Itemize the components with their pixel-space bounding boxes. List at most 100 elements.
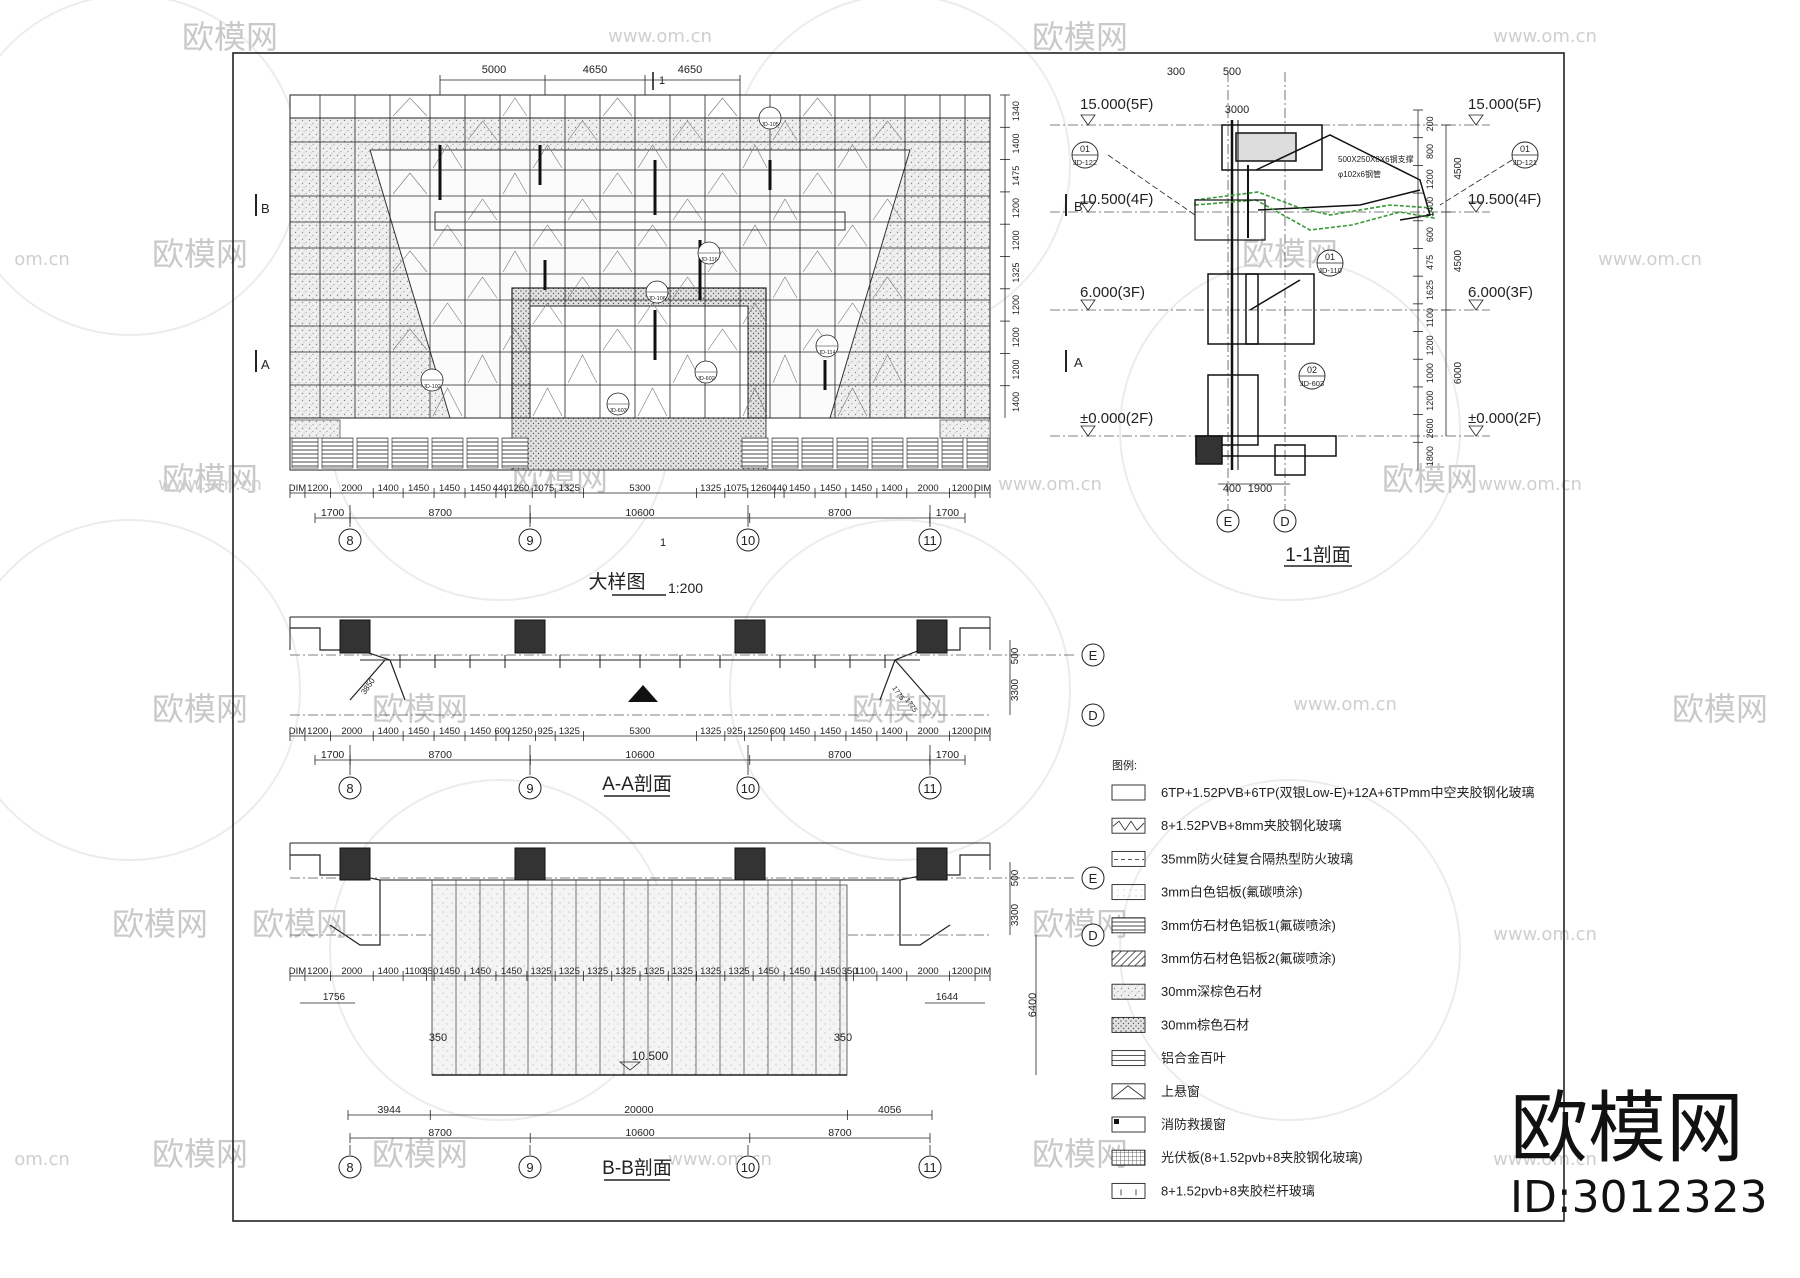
elev-window-triangle	[707, 97, 738, 117]
elev-axis-11: 11	[923, 533, 937, 548]
legend-swatch-wave	[1111, 817, 1146, 834]
elev-window-triangle	[772, 276, 798, 299]
aa-bay-dim-label: 8700	[828, 749, 852, 761]
bb-bottom-dim-label: 1200	[307, 966, 328, 977]
elev-base-louver	[741, 437, 769, 469]
elev-base-louver	[356, 437, 389, 469]
elev-window-triangle	[772, 198, 798, 221]
sec11-tag-mid-1-num: 01	[1325, 252, 1335, 262]
elev-bottom-dim-label: 2000	[341, 483, 362, 494]
elev-window-triangle	[802, 172, 833, 195]
watermark-logo: 欧模网	[1032, 18, 1128, 56]
sec11-outer-dim-label: 4500	[1453, 249, 1464, 272]
bb-axis-9: 9	[526, 1160, 533, 1175]
watermark-url: www.om.cn	[1293, 694, 1397, 715]
sec11-level-marker	[1468, 425, 1484, 437]
watermark-logo: 欧模网	[112, 905, 208, 943]
watermark-url: www.om.cn	[1493, 924, 1597, 945]
legend-label-3: 35mm防火硅复合隔热型防火玻璃	[1161, 851, 1353, 866]
watermark-url: www.om.cn	[1493, 1149, 1597, 1170]
sec11-level-right-1: 15.000(5F)	[1468, 96, 1541, 113]
elev-right-dim-label: 1200	[1011, 230, 1021, 250]
sec11-cut-b: B	[1074, 199, 1083, 214]
elevation-portal-opening	[529, 305, 749, 419]
sec11-level-left-1: 15.000(5F)	[1080, 96, 1153, 113]
watermark-ring	[729, 519, 1071, 861]
legend-wave	[1112, 820, 1145, 831]
bb-bottom-dim-label: 1325	[530, 966, 551, 977]
elev-window-triangle	[707, 250, 738, 273]
watermark-url: www.om.cn	[998, 474, 1102, 495]
elev-window-triangle	[672, 198, 703, 221]
bb-bottom-dim-label: 1325	[559, 966, 580, 977]
watermark-url-short: om.cn	[14, 249, 70, 270]
sec11-inner-dim-label: 2600	[1425, 418, 1435, 438]
legend-label-1: 6TP+1.52PVB+6TP(双银Low-E)+12A+6TPmm中空夹胶钢化…	[1161, 785, 1535, 800]
sec11-bottom-dim-1: 400	[1223, 483, 1241, 495]
elev-cut-b: B	[261, 201, 270, 216]
aa-bottom-dim-label: DIM	[974, 726, 992, 737]
elev-axis-10-circle	[736, 528, 760, 552]
elev-window-triangle	[532, 302, 563, 325]
elev-axis-11-circle	[918, 528, 942, 552]
sec11-level-marker	[1080, 425, 1096, 437]
aa-bottom-dim-label: 1200	[952, 726, 973, 737]
elev-window-triangle	[467, 198, 498, 221]
elev-base-louver	[801, 437, 834, 469]
bb-bottom-dim-label: 1325	[728, 966, 749, 977]
sec11-level-marker	[1080, 299, 1096, 311]
aa-bottom-dim-label: 1450	[851, 726, 872, 737]
sec11-inner-dim-label: 1200	[1425, 335, 1435, 355]
elev-bottom-dim-label: DIM	[289, 483, 307, 494]
legend-swatch-triangle	[1111, 1083, 1146, 1100]
sec11-canopy-box	[1194, 199, 1266, 241]
detail-tag-label: JD-603	[609, 408, 627, 414]
elev-window-triangle	[707, 172, 738, 195]
aa-axis-10-circle	[736, 776, 760, 800]
elev-right-dim-label: 1400	[1011, 392, 1021, 412]
aa-bottom-dim-label: 1450	[470, 726, 491, 737]
watermark-logo: 欧模网	[252, 905, 348, 943]
bb-canopy-dim-1: 350	[429, 1032, 447, 1044]
sec11-outer-dim-label: 4500	[1453, 157, 1464, 180]
elev-bottom-dim-label: 1075	[726, 483, 747, 494]
sec11-inner-dim-label: 1200	[1425, 391, 1435, 411]
aa-grid-axis-d: D	[1088, 708, 1097, 723]
elev-window-triangle	[837, 387, 868, 417]
aa-bottom-dim-label: 1250	[747, 726, 768, 737]
elev-window-triangle	[637, 387, 668, 417]
bb-bottom-dim-label: 350	[842, 966, 858, 977]
bb-right-dim-2: 3300	[1010, 903, 1021, 926]
sec11-canopy-outline	[1194, 191, 1436, 231]
sec11-level-marker	[1468, 299, 1484, 311]
elev-bottom-dim-label: 1325	[559, 483, 580, 494]
elev-axis-9-circle	[518, 528, 542, 552]
elev-window-triangle	[432, 387, 463, 417]
elev-top-dim-1: 5000	[482, 64, 506, 76]
aa-bay-dim-label: 1700	[936, 749, 960, 761]
legend-swatch-rail	[1111, 1182, 1146, 1199]
aa-grid-axis-e-circle	[1081, 643, 1105, 667]
elev-right-dim-label: 1200	[1011, 198, 1021, 218]
elevation-labels: 5000 4650 4650 1 1 大样图 1:200 B A	[255, 64, 703, 596]
elevation-base-panels	[289, 419, 991, 469]
aa-bottom-dim-label: 1250	[512, 726, 533, 737]
elevation-glass-band	[434, 211, 846, 231]
aa-bottom-dim-label: 1450	[408, 726, 429, 737]
bb-bottom-dim-label: 1400	[378, 966, 399, 977]
elev-window-triangle	[567, 120, 598, 141]
legend-label-12: 光伏板(8+1.52pvb+8夹胶钢化玻璃)	[1161, 1150, 1363, 1165]
aa-column	[514, 619, 546, 654]
sec11-level-marker	[1080, 201, 1096, 213]
detail-tag-label: JD-102	[423, 384, 441, 390]
bb-axis-10-circle	[736, 1155, 760, 1179]
elev-window-triangle	[872, 354, 903, 384]
detail-tag-label: JD-602	[697, 376, 715, 382]
aa-bottom-dim-label: 1450	[820, 726, 841, 737]
legend-label-2: 8+1.52PVB+8mm夹胶钢化玻璃	[1161, 818, 1342, 833]
aa-bottom-dim-label: DIM	[289, 726, 307, 737]
elev-window-triangle	[742, 387, 768, 417]
bb-bottom-dim-label: 1450	[789, 966, 810, 977]
elev-base-louver	[321, 437, 354, 469]
